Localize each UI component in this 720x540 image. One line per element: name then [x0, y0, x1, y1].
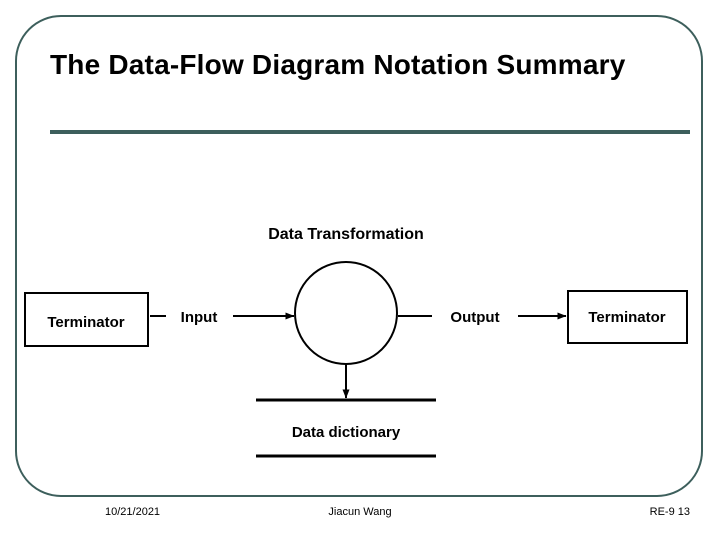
- slide-frame-border: [15, 15, 703, 497]
- data-transformation-label: Data Transformation: [268, 226, 424, 243]
- page-title: The Data-Flow Diagram Notation Summary: [50, 48, 680, 82]
- footer-author: Jiacun Wang: [328, 506, 392, 518]
- page-title-text: The Data-Flow Diagram Notation Summary: [50, 49, 626, 80]
- terminator-left-label: Terminator: [47, 314, 124, 331]
- process-circle: [294, 261, 398, 365]
- terminator-right-label: Terminator: [588, 309, 665, 326]
- footer-page-number: RE-9 13: [649, 506, 690, 518]
- terminator-right-box: [567, 290, 688, 344]
- terminator-left-box: [24, 292, 149, 347]
- input-flow-label: Input: [181, 309, 218, 326]
- footer-date: 10/21/2021: [105, 506, 161, 518]
- slide-footer: 10/21/2021 Jiacun Wang RE-9 13: [0, 506, 720, 530]
- output-flow-label: Output: [450, 309, 499, 326]
- title-underline-rule: [50, 130, 690, 134]
- data-store-label: Data dictionary: [292, 424, 401, 441]
